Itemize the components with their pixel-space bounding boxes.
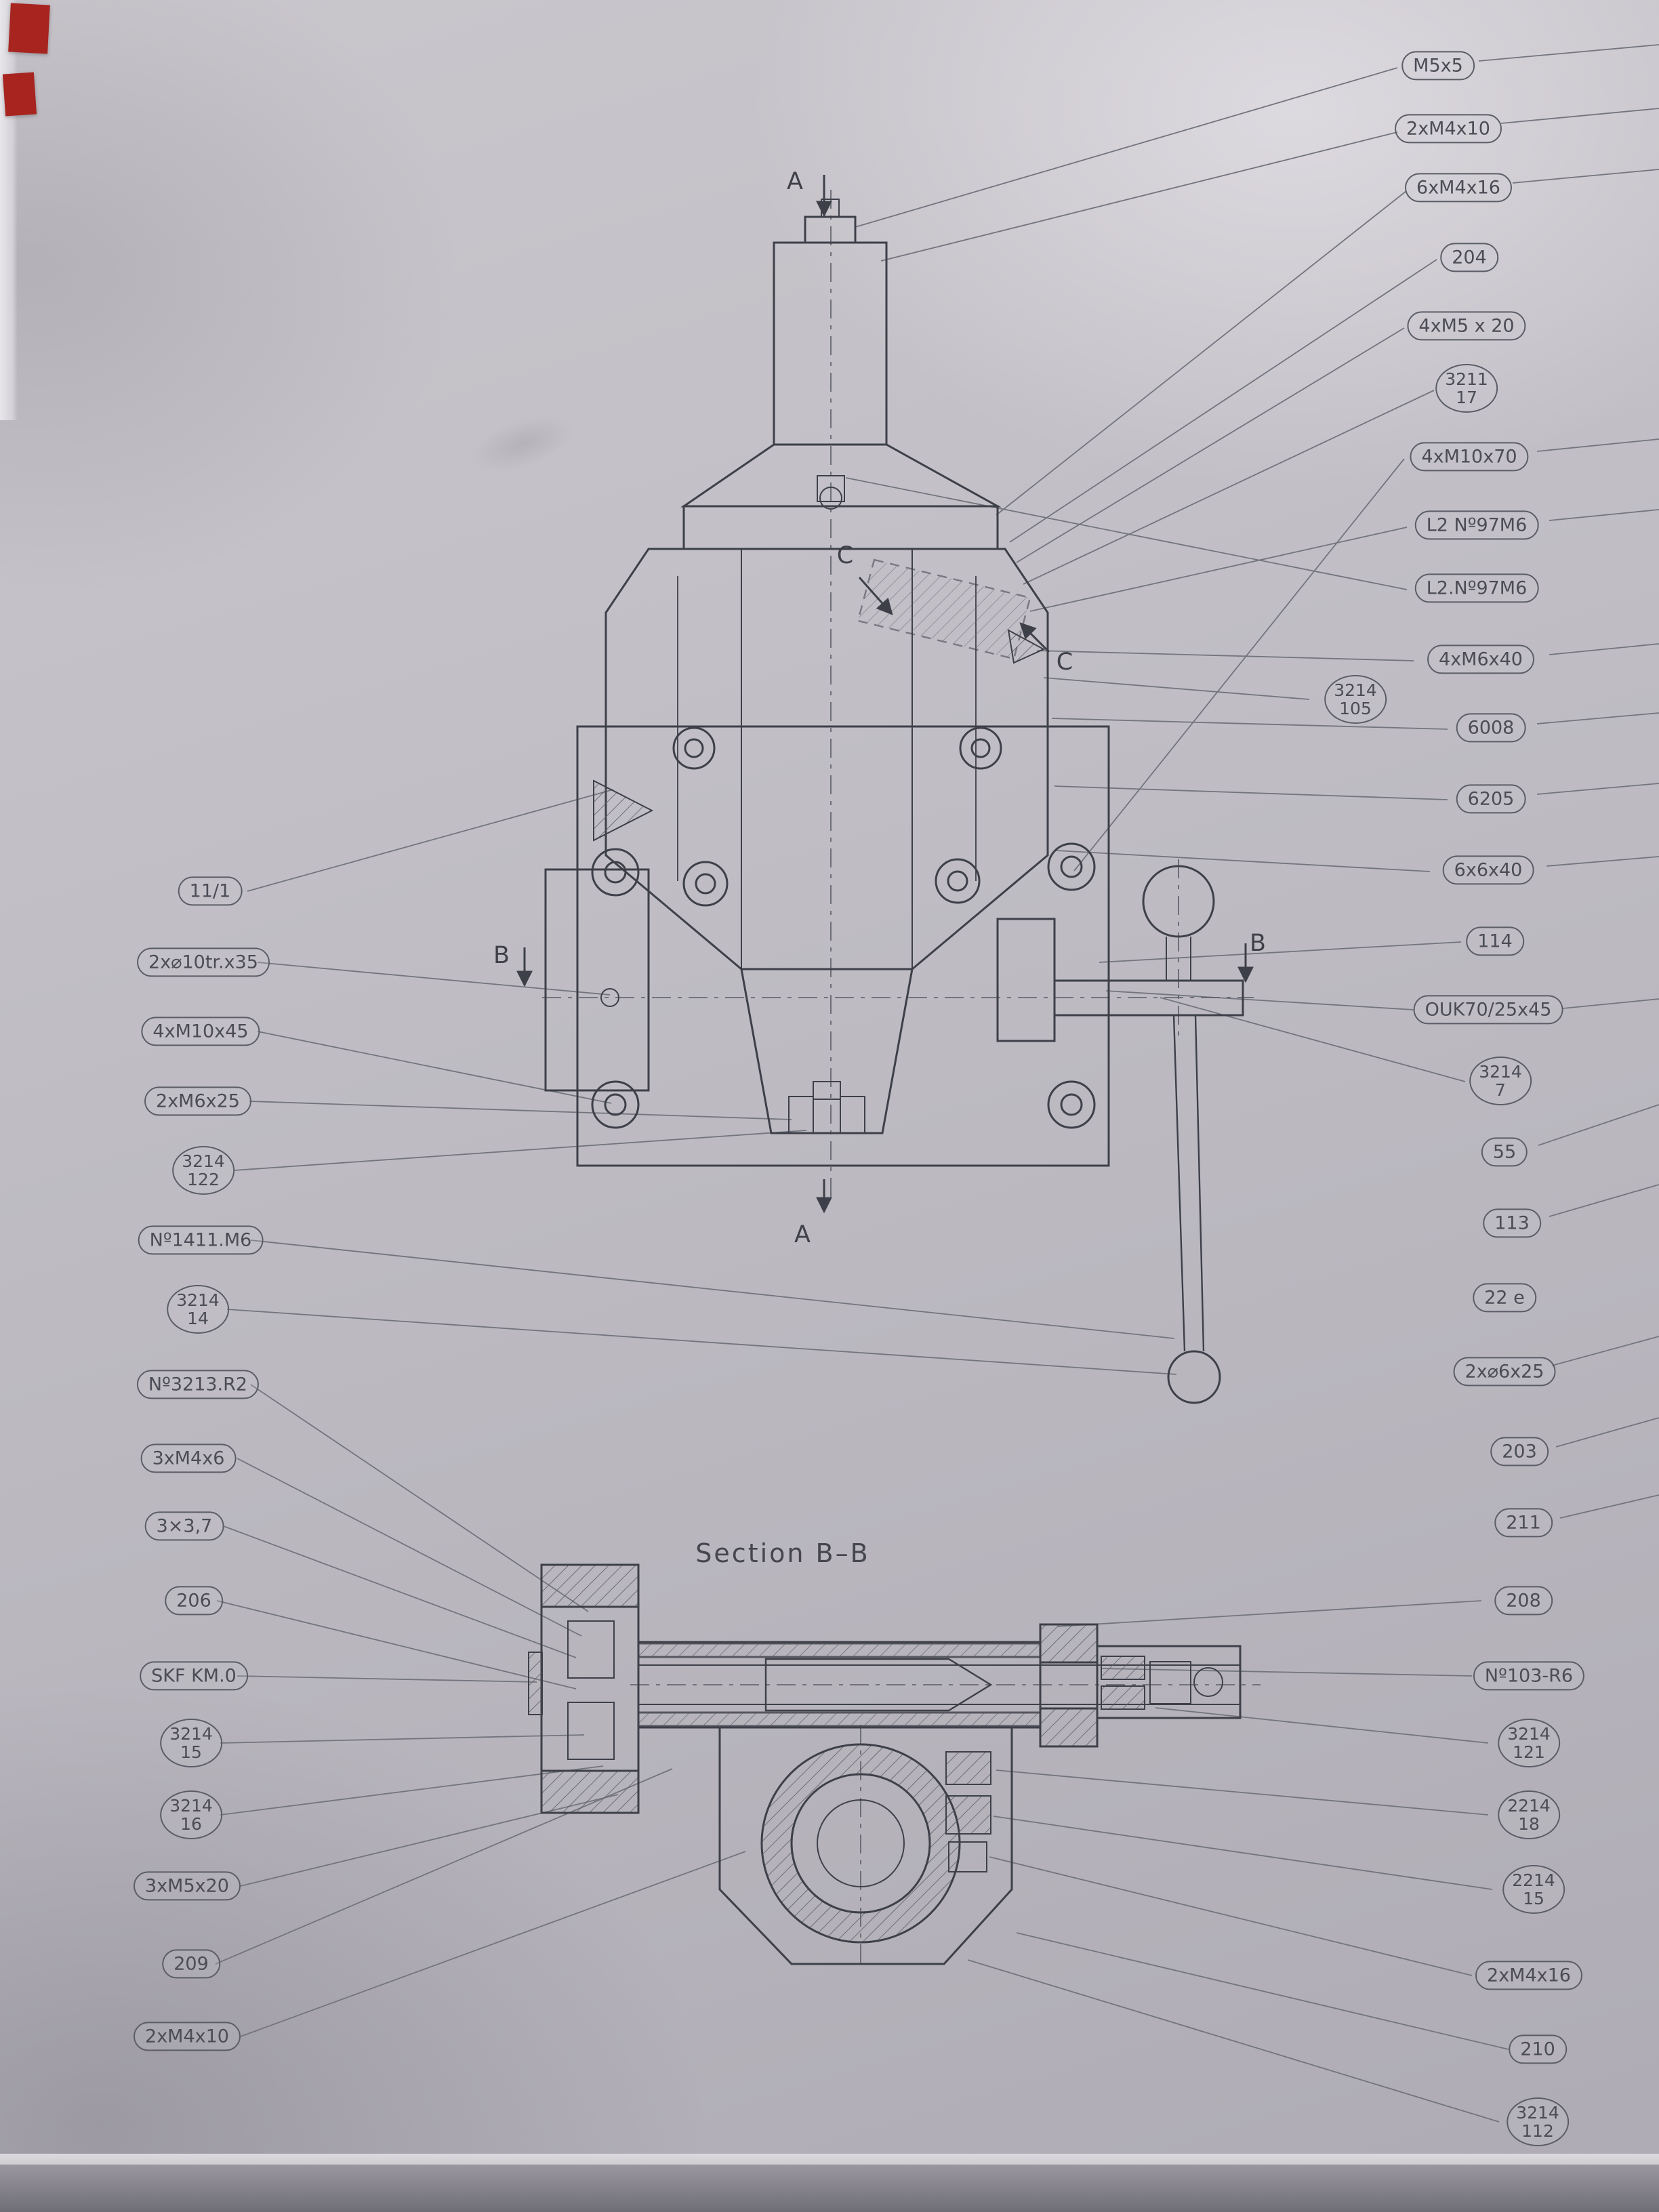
callout-right-5: 3211 17: [1435, 364, 1498, 413]
callout-left-11: SKF KM.0: [140, 1661, 248, 1691]
callout-right-3: 204: [1440, 243, 1498, 272]
callout-left-3: 2xM6x25: [144, 1086, 251, 1116]
callout-right-10: 3214 105: [1324, 675, 1387, 724]
callout-right-29: 210: [1509, 2034, 1567, 2064]
callout-left-5: Nº1411.M6: [138, 1225, 264, 1255]
leader-lines: [215, 44, 1659, 2123]
section-arrow-label-a-top: A: [787, 168, 803, 195]
callout-right-14: 114: [1466, 926, 1524, 956]
callout-left-1: 2x⌀10tr.x35: [137, 947, 270, 977]
callout-right-15: OUK70/25x45: [1413, 995, 1563, 1025]
section-bb-view: [528, 1563, 1261, 1969]
callout-right-11: 6008: [1456, 713, 1526, 743]
callout-right-27: 2214 15: [1502, 1865, 1565, 1914]
callout-right-4: 4xM5 x 20: [1407, 311, 1526, 341]
callout-left-10: 206: [165, 1586, 223, 1616]
callout-right-21: 203: [1490, 1437, 1549, 1467]
callout-right-16: 3214 7: [1469, 1057, 1532, 1105]
callout-right-2: 6xM4x16: [1405, 173, 1512, 203]
callout-right-8: L2.Nº97M6: [1414, 573, 1539, 603]
callout-right-19: 22 e: [1473, 1283, 1536, 1313]
callout-left-7: Nº3213.R2: [136, 1370, 260, 1399]
section-bb-title: Section B–B: [695, 1538, 870, 1568]
callout-left-9: 3×3,7: [144, 1511, 224, 1541]
callout-right-22: 211: [1494, 1508, 1553, 1538]
callout-left-6: 3214 14: [167, 1285, 229, 1334]
callout-right-30: 3214 112: [1507, 2097, 1569, 2146]
callout-right-25: 3214 121: [1498, 1719, 1560, 1767]
callout-left-2: 4xM10x45: [141, 1017, 260, 1046]
callout-right-0: M5x5: [1401, 51, 1475, 81]
callout-right-9: 4xM6x40: [1427, 644, 1534, 674]
callout-right-13: 6x6x40: [1442, 855, 1534, 885]
callout-right-12: 6205: [1456, 784, 1526, 814]
callout-right-7: L2 Nº97M6: [1414, 510, 1539, 540]
callout-right-1: 2xM4x10: [1395, 114, 1502, 144]
section-arrow-label-b-left: B: [493, 942, 510, 969]
main-assembly-view: [516, 175, 1254, 1404]
table-surface: [0, 2165, 1659, 2212]
callout-left-13: 3214 16: [160, 1790, 222, 1839]
section-arrow-label-b-right: B: [1249, 930, 1267, 957]
callout-right-17: 55: [1481, 1137, 1528, 1167]
callout-left-0: 11/1: [178, 876, 243, 906]
callout-left-15: 209: [162, 1949, 220, 1979]
callout-right-20: 2x⌀6x25: [1453, 1357, 1556, 1387]
callout-left-16: 2xM4x10: [134, 2022, 241, 2051]
callout-right-6: 4xM10x70: [1410, 442, 1529, 472]
section-arrow-label-c-upper: C: [836, 542, 854, 569]
callout-right-18: 113: [1483, 1208, 1541, 1238]
callout-right-23: 208: [1494, 1586, 1553, 1616]
callout-right-26: 2214 18: [1498, 1790, 1560, 1839]
section-arrow-label-c-lower: C: [1056, 649, 1073, 676]
section-arrow-label-a-bottom: A: [794, 1221, 811, 1248]
paper-edge: [0, 0, 18, 420]
callout-left-4: 3214 122: [172, 1146, 234, 1195]
paper-bottom-edge: [0, 2154, 1659, 2165]
callout-right-24: Nº103-R6: [1473, 1661, 1585, 1691]
callout-left-8: 3xM4x6: [140, 1443, 237, 1473]
callout-right-28: 2xM4x16: [1475, 1961, 1582, 1990]
callout-left-14: 3xM5x20: [134, 1871, 241, 1901]
callout-left-12: 3214 15: [160, 1719, 222, 1767]
